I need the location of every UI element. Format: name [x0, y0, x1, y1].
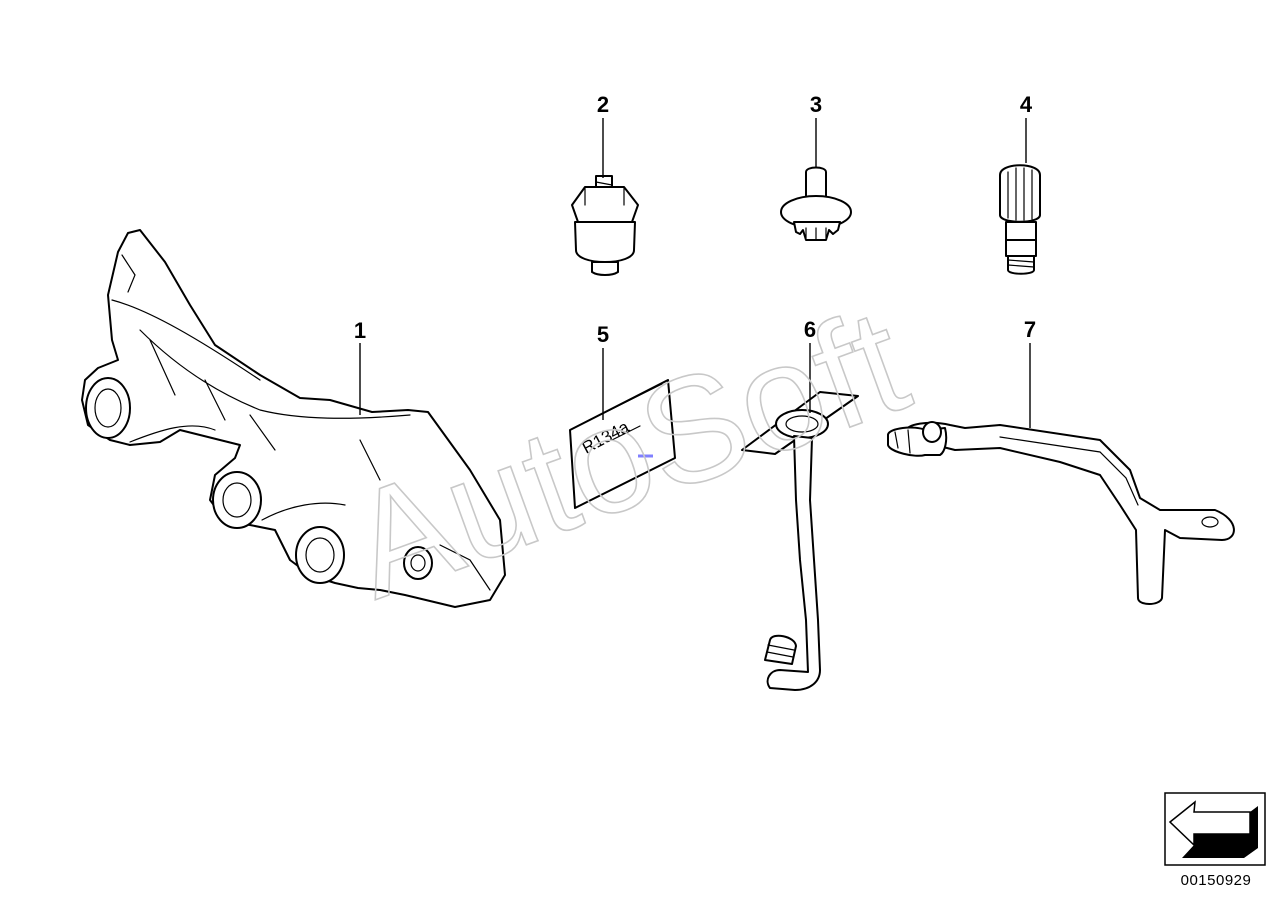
document-number: 00150929 [1181, 872, 1252, 889]
part-3-rivet [780, 166, 852, 241]
part-1-manifold [81, 229, 506, 608]
callout-7: 7 [1024, 317, 1036, 342]
callout-labels: 1 2 3 4 5 6 7 [354, 92, 1036, 347]
part-2-rubber-mount [571, 175, 639, 276]
direction-arrow-icon [1164, 792, 1266, 866]
callout-2: 2 [597, 92, 609, 117]
callout-3: 3 [810, 92, 822, 117]
callout-4: 4 [1020, 92, 1033, 117]
leader-lines [359, 118, 1031, 428]
part-4-service-valve [999, 164, 1041, 275]
callout-6: 6 [804, 317, 816, 342]
callout-1: 1 [354, 318, 366, 343]
part-6-pipe [741, 391, 859, 691]
callout-5: 5 [597, 322, 609, 347]
part-7-hose [887, 421, 1235, 605]
watermark: AutoSoft [328, 275, 926, 630]
part-5-label-plate: R134a [569, 379, 676, 509]
